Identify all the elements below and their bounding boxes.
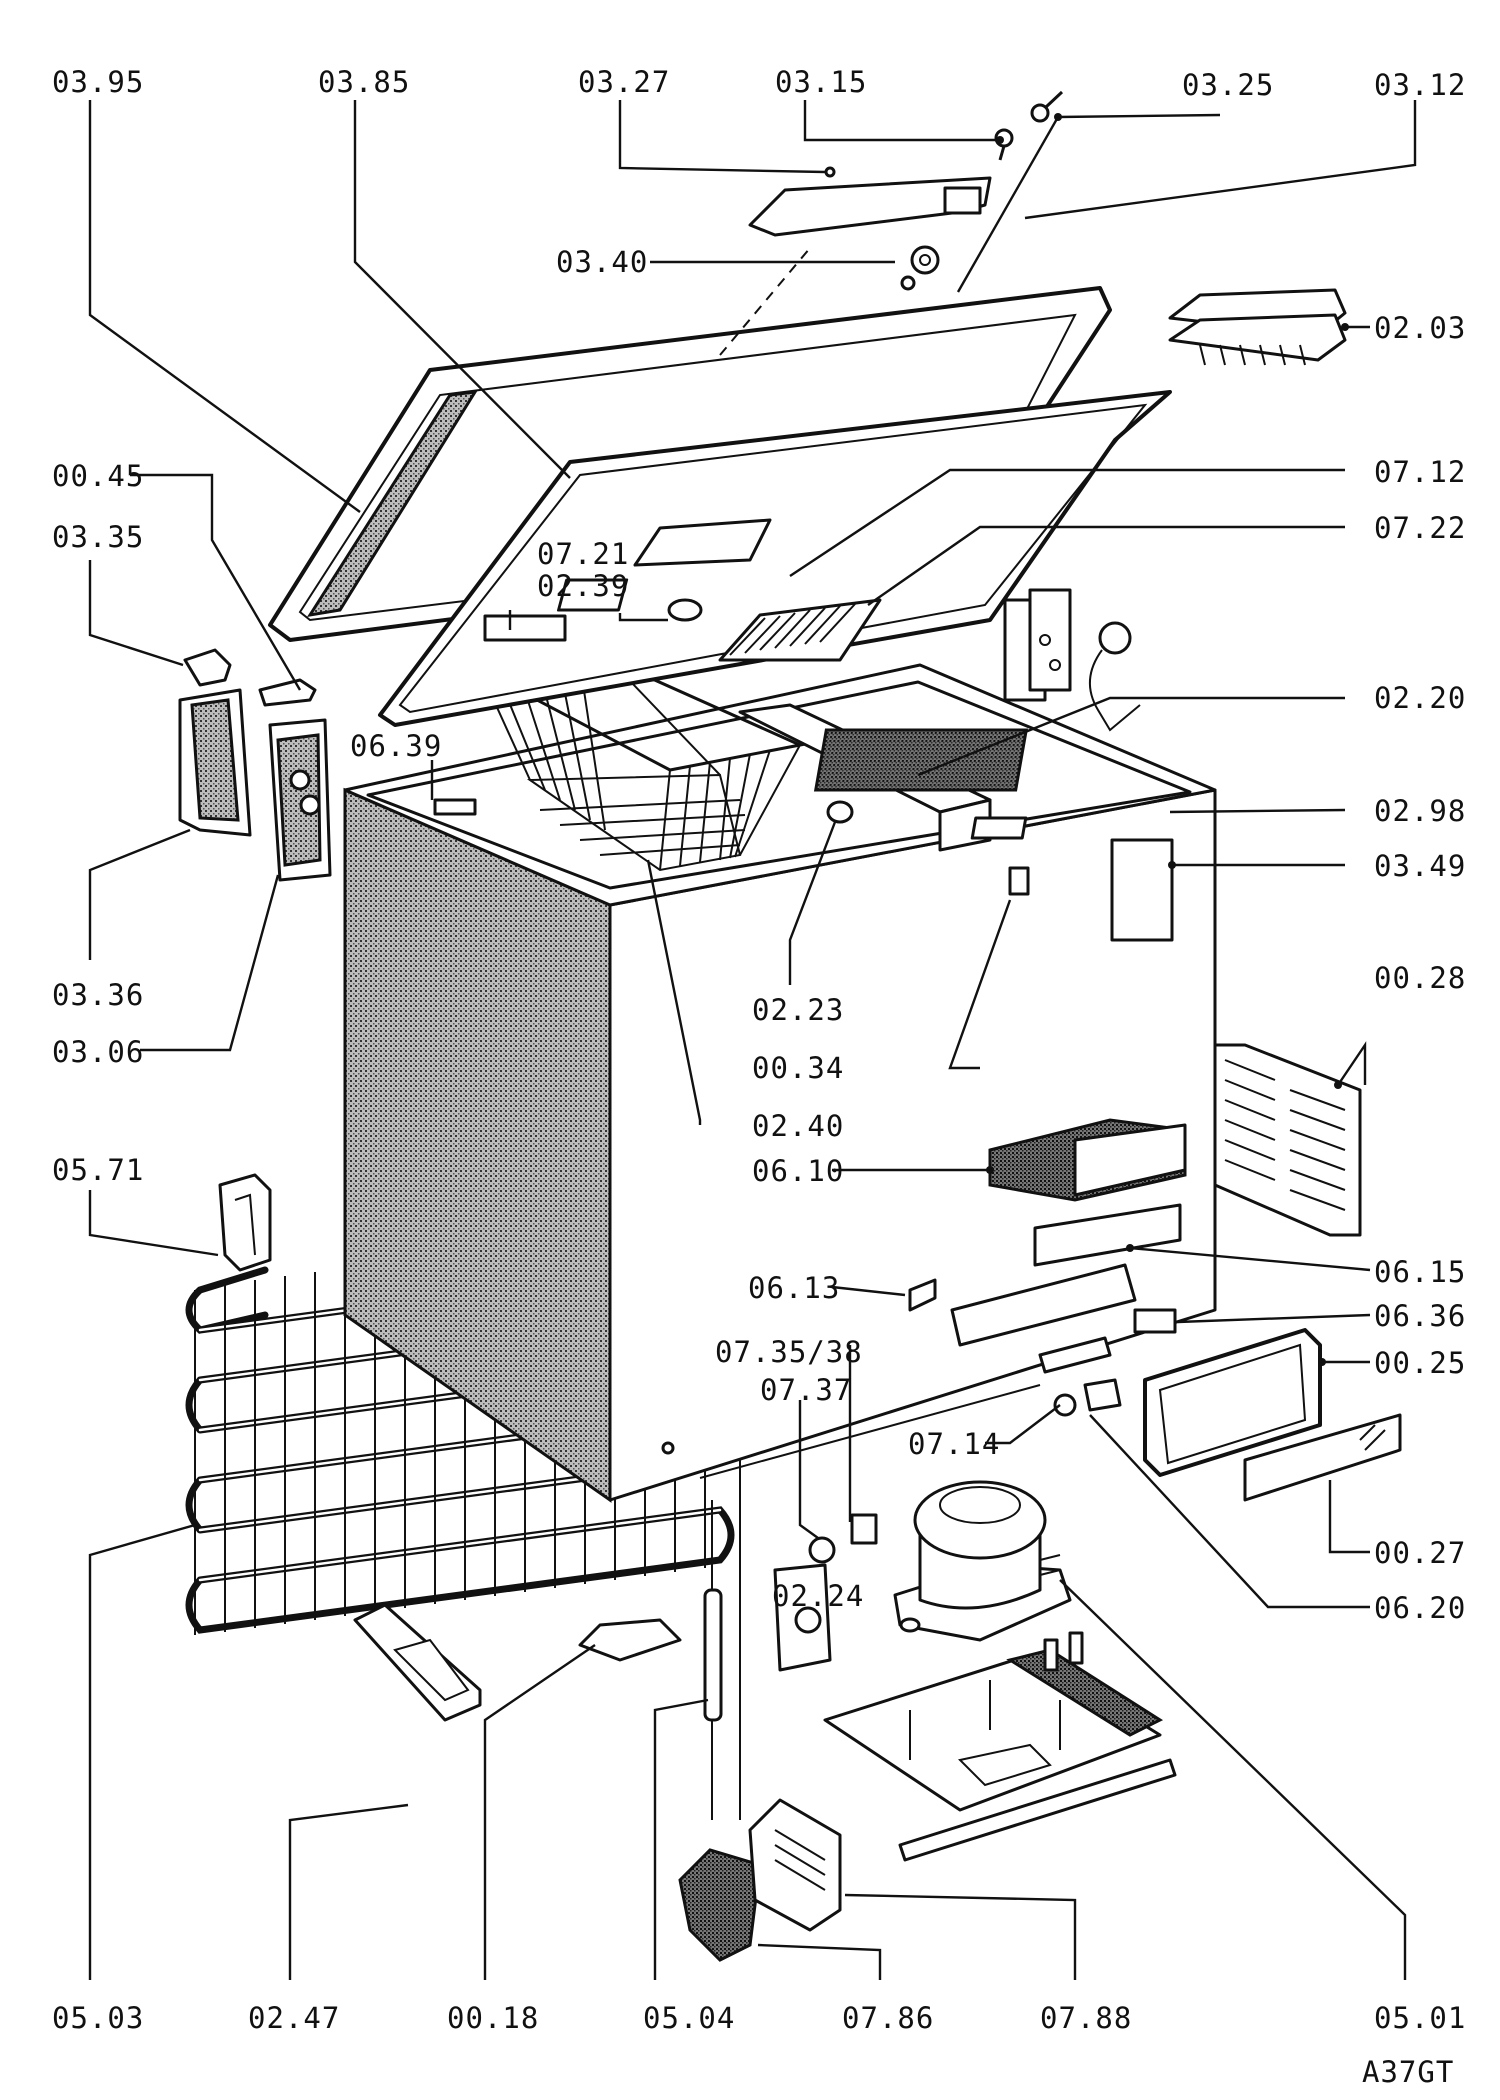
label-03-06: 03.06 [52,1035,144,1069]
compressor-base-frame [823,1617,1177,1862]
hinge-left [178,648,332,882]
label-02-40: 02.40 [752,1109,844,1143]
label-02-03: 02.03 [1374,311,1466,345]
freezer-lid [268,247,1172,727]
label-03-15: 03.15 [775,65,867,99]
ice-tray [1168,288,1347,366]
label-00-34: 00.34 [752,1051,844,1085]
label-03-40: 03.40 [556,245,648,279]
side-clip [218,1173,272,1272]
label-06-36: 06.36 [1374,1299,1466,1333]
label-02-20: 02.20 [1374,681,1466,715]
hinge-right [1003,588,1072,702]
label-07-12: 07.12 [1374,455,1466,489]
label-02-47: 02.47 [248,2001,340,2035]
label-00-18: 00.18 [447,2001,539,2035]
label-03-27: 03.27 [578,65,670,99]
label-03-95: 03.95 [52,65,144,99]
label-06-10: 06.10 [752,1154,844,1188]
part-labels: 03.95 03.85 03.27 03.15 03.25 03.12 03.4… [52,65,1466,2089]
label-03-36: 03.36 [52,978,144,1012]
label-07-35-38: 07.35/38 [715,1335,863,1369]
label-07-21: 07.21 [537,537,629,571]
label-00-28: 00.28 [1374,961,1466,995]
label-05-03: 05.03 [52,2001,144,2035]
label-07-22: 07.22 [1374,511,1466,545]
label-07-88: 07.88 [1040,2001,1132,2035]
power-plug [1088,621,1141,732]
label-06-15: 06.15 [1374,1255,1466,1289]
lid-handle-assembly [748,90,1064,291]
label-03-49: 03.49 [1374,849,1466,883]
compressor [893,1480,1072,1642]
label-02-24: 02.24 [772,1579,864,1613]
drawing-code: A37GT [1362,2055,1454,2089]
misc-small-parts [433,798,1174,942]
label-03-35: 03.35 [52,520,144,554]
label-07-86: 07.86 [842,2001,934,2035]
relay-parts [808,1513,878,1564]
label-07-37: 07.37 [760,1373,852,1407]
label-06-13: 06.13 [748,1271,840,1305]
label-00-25: 00.25 [1374,1346,1466,1380]
label-06-39: 06.39 [350,729,442,763]
lid-switch-parts [483,518,882,662]
label-05-01: 05.01 [1374,2001,1466,2035]
label-06-20: 06.20 [1374,1591,1466,1625]
label-03-12: 03.12 [1374,68,1466,102]
leader-dots [986,113,1349,1366]
leader-lines [88,100,1417,1980]
bottom-parts [353,1460,842,1962]
thermostat-housing [988,1118,1187,1202]
label-00-45: 00.45 [52,459,144,493]
drain-plate [773,1563,832,1672]
label-03-85: 03.85 [318,65,410,99]
label-00-27: 00.27 [1374,1536,1466,1570]
label-02-39: 02.39 [537,569,629,603]
label-07-14: 07.14 [908,1427,1000,1461]
control-panel [1143,1328,1402,1502]
label-05-04: 05.04 [643,2001,735,2035]
rear-grille [1213,1043,1362,1237]
label-02-98: 02.98 [1374,794,1466,828]
label-05-71: 05.71 [52,1153,144,1187]
label-03-25: 03.25 [1182,68,1274,102]
label-02-23: 02.23 [752,993,844,1027]
control-bracket [908,1203,1182,1417]
